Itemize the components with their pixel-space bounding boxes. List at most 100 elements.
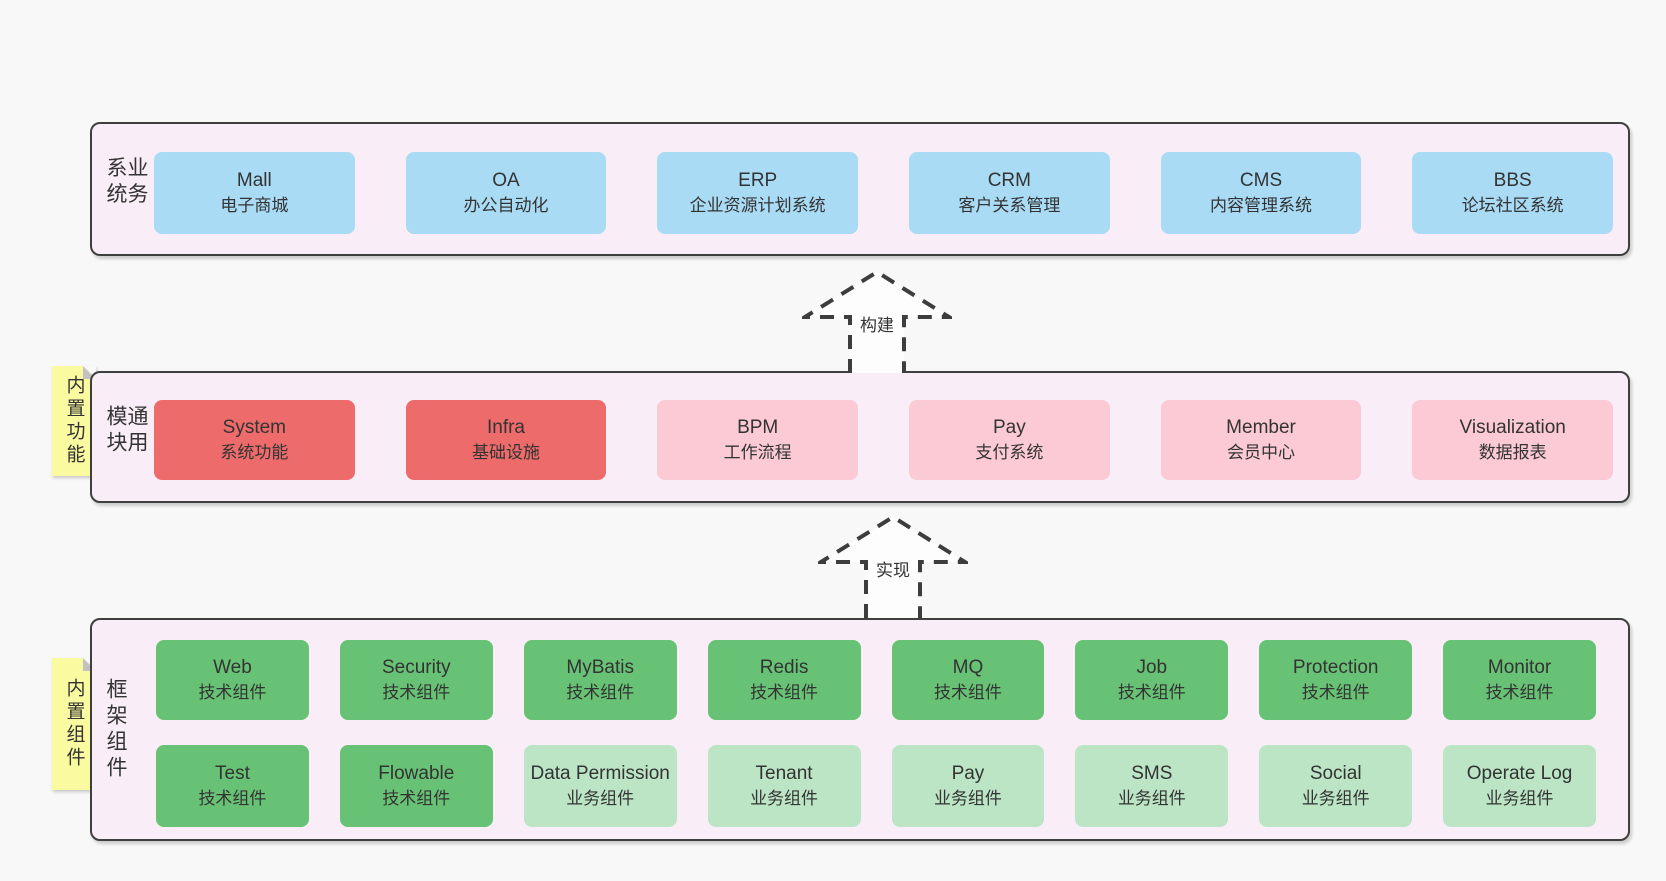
box-title: Pay	[951, 762, 985, 784]
box-mybatis: MyBatis 技术组件	[523, 640, 677, 720]
framework-box-row-1: Web 技术组件 Security 技术组件 MyBatis 技术组件 Redi…	[156, 640, 1596, 720]
box-title: CMS	[1239, 169, 1283, 191]
box-oa: OA 办公自动化	[405, 152, 607, 234]
box-operate-log: Operate Log 业务组件	[1443, 745, 1596, 827]
box-subtitle: 业务组件	[566, 789, 635, 809]
box-cms: CMS 内容管理系统	[1160, 152, 1362, 234]
box-title: Pay	[992, 416, 1026, 438]
box-title: Member	[1226, 416, 1296, 438]
layer-label-common-modules: 通用模块	[104, 405, 148, 457]
box-subtitle: 数据报表	[1478, 443, 1547, 463]
business-box-row: Mall 电子商城 OA 办公自动化 ERP 企业资源计划系统 CRM 客户关系…	[154, 152, 1614, 234]
box-subtitle: 会员中心	[1227, 443, 1296, 463]
box-title: BPM	[737, 416, 779, 438]
box-subtitle: 技术组件	[198, 789, 267, 809]
box-system: System 系统功能	[154, 400, 355, 480]
box-title: MQ	[952, 656, 984, 678]
sticky-note-label: 内置功能	[63, 375, 85, 467]
box-subtitle: 办公自动化	[463, 196, 549, 216]
sticky-note-built-in-features: 内置功能	[52, 366, 96, 476]
box-infra: Infra 基础设施	[405, 400, 607, 480]
box-title: System	[222, 416, 287, 438]
box-pay-module: Pay 支付系统	[909, 400, 1110, 480]
box-subtitle: 系统功能	[220, 443, 289, 463]
box-title: Mall	[236, 169, 272, 191]
box-subtitle: 支付系统	[975, 443, 1044, 463]
box-title: Flowable	[378, 762, 455, 784]
box-erp: ERP 企业资源计划系统	[657, 152, 859, 234]
framework-box-row-2: Test 技术组件 Flowable 技术组件 Data Permission …	[156, 745, 1596, 827]
box-title: Tenant	[755, 762, 813, 784]
box-title: BBS	[1493, 169, 1532, 191]
box-protection: Protection 技术组件	[1259, 640, 1413, 720]
box-social: Social 业务组件	[1259, 745, 1413, 827]
box-subtitle: 业务组件	[1301, 789, 1370, 809]
box-title: Data Permission	[530, 762, 670, 784]
modules-box-row: System 系统功能 Infra 基础设施 BPM 工作流程 Pay 支付系统…	[154, 400, 1614, 480]
box-tenant: Tenant 业务组件	[707, 745, 861, 827]
box-redis: Redis 技术组件	[707, 640, 861, 720]
box-title: CRM	[987, 169, 1031, 191]
box-flowable: Flowable 技术组件	[339, 745, 493, 827]
layer-label-business-systems: 业务系统	[104, 156, 148, 209]
arrow-build: 构建	[802, 269, 952, 373]
arrow-build-label: 构建	[857, 311, 897, 336]
box-subtitle: 技术组件	[1117, 683, 1186, 703]
box-title: Protection	[1292, 656, 1379, 678]
arrow-implement-label: 实现	[873, 556, 913, 581]
box-data-permission: Data Permission 业务组件	[523, 745, 677, 827]
box-title: Security	[381, 656, 451, 678]
box-title: Web	[213, 656, 252, 678]
box-subtitle: 技术组件	[750, 683, 819, 703]
box-title: SMS	[1131, 762, 1173, 784]
box-title: Visualization	[1459, 416, 1566, 438]
box-member: Member 会员中心	[1160, 400, 1362, 480]
box-subtitle: 业务组件	[750, 789, 819, 809]
box-crm: CRM 客户关系管理	[909, 152, 1110, 234]
box-title: Operate Log	[1466, 762, 1573, 784]
box-title: MyBatis	[566, 656, 634, 678]
layer-framework-components: 框架组件 Web 技术组件 Security 技术组件 MyBatis 技术组件…	[90, 618, 1630, 841]
box-test: Test 技术组件	[156, 745, 309, 827]
box-mq: MQ 技术组件	[891, 640, 1045, 720]
box-subtitle: 业务组件	[933, 789, 1002, 809]
box-subtitle: 内容管理系统	[1210, 196, 1313, 216]
layer-label-framework-components: 框架组件	[104, 677, 127, 782]
box-mall: Mall 电子商城	[154, 152, 355, 234]
box-subtitle: 技术组件	[382, 789, 451, 809]
sticky-note-label: 内置组件	[63, 678, 85, 770]
box-subtitle: 工作流程	[723, 443, 792, 463]
box-bpm: BPM 工作流程	[657, 400, 859, 480]
box-subtitle: 论坛社区系统	[1461, 196, 1564, 216]
box-title: Job	[1136, 656, 1168, 678]
layer-business-systems: 业务系统 Mall 电子商城 OA 办公自动化 ERP 企业资源计划系统 CRM…	[90, 122, 1630, 256]
box-title: ERP	[738, 169, 778, 191]
box-job: Job 技术组件	[1075, 640, 1229, 720]
box-subtitle: 业务组件	[1117, 789, 1186, 809]
box-subtitle: 技术组件	[566, 683, 635, 703]
box-title: Test	[215, 762, 250, 784]
box-subtitle: 业务组件	[1485, 789, 1554, 809]
box-subtitle: 技术组件	[198, 683, 267, 703]
box-web: Web 技术组件	[156, 640, 309, 720]
box-visualization: Visualization 数据报表	[1412, 400, 1614, 480]
box-subtitle: 技术组件	[382, 683, 451, 703]
box-title: Redis	[759, 656, 809, 678]
box-subtitle: 企业资源计划系统	[689, 196, 826, 216]
box-security: Security 技术组件	[339, 640, 493, 720]
box-title: OA	[492, 169, 520, 191]
layer-common-modules: 通用模块 System 系统功能 Infra 基础设施 BPM 工作流程 Pay…	[90, 371, 1630, 503]
box-title: Social	[1309, 762, 1362, 784]
box-subtitle: 技术组件	[1485, 683, 1554, 703]
box-pay-component: Pay 业务组件	[891, 745, 1045, 827]
box-sms: SMS 业务组件	[1075, 745, 1229, 827]
box-monitor: Monitor 技术组件	[1443, 640, 1596, 720]
arrow-implement: 实现	[818, 514, 968, 618]
box-bbs: BBS 论坛社区系统	[1412, 152, 1614, 234]
box-title: Infra	[486, 416, 526, 438]
box-subtitle: 电子商城	[220, 196, 289, 216]
box-subtitle: 客户关系管理	[958, 196, 1061, 216]
box-subtitle: 技术组件	[1301, 683, 1370, 703]
box-subtitle: 基础设施	[472, 443, 540, 463]
